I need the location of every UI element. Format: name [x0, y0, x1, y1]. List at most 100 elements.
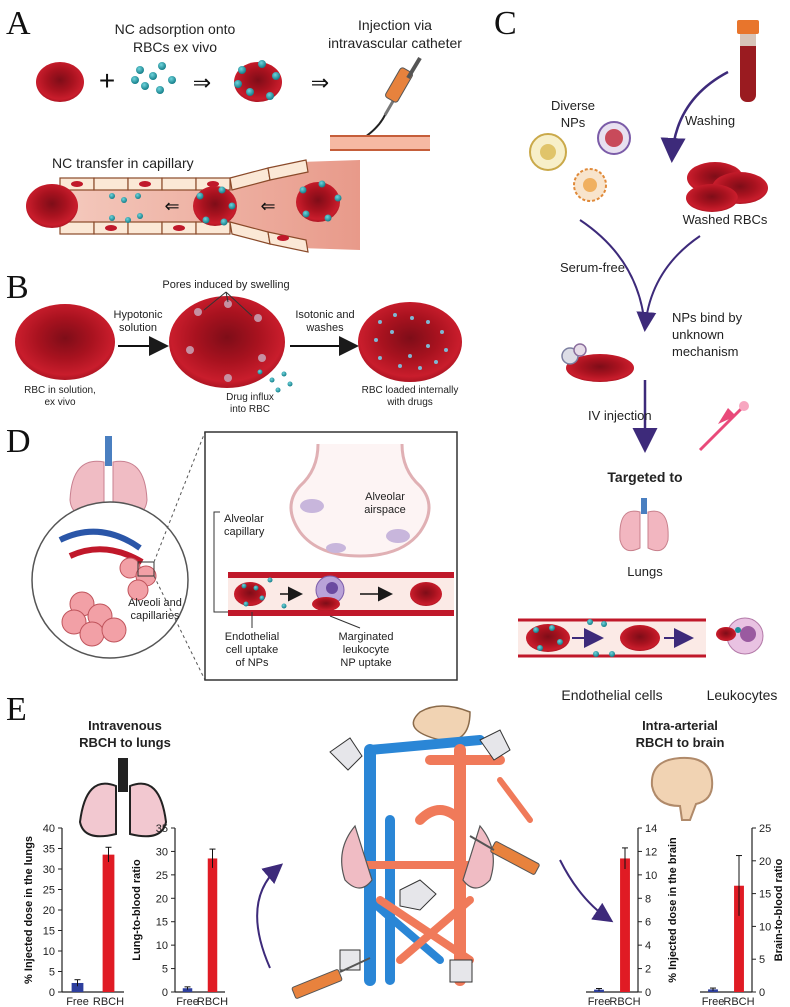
- endo-uptake-label-3: of NPs: [235, 657, 269, 669]
- y-axis-label: % Injected dose in the brain: [667, 837, 679, 983]
- curved-arrow-to-lungs: [256, 863, 284, 969]
- y-tick-label: 14: [645, 823, 657, 835]
- y-tick-label: 20: [43, 905, 55, 917]
- bar-rbch: [207, 858, 218, 992]
- iv-catheter-icon: [698, 401, 749, 452]
- drug-loaded-rbc-icon: [358, 302, 462, 382]
- y-tick-label: 15: [759, 889, 771, 901]
- circulation-diagram: [291, 705, 540, 999]
- diverse-nps-label-2: NPs: [561, 115, 586, 130]
- washing-arrow: [660, 70, 729, 163]
- iv-title-2: RBCH to lungs: [79, 735, 171, 750]
- hypotonic-label-1: Hypotonic: [114, 309, 163, 321]
- leuko-uptake-label-2: leukocyte: [343, 644, 389, 656]
- y-tick-label: 30: [156, 846, 168, 858]
- washed-rbcs-label: Washed RBCs: [683, 212, 768, 227]
- bind-label-1: NPs bind by: [672, 310, 743, 325]
- diverse-nanoparticles-icon: [529, 121, 631, 202]
- panel-b-letter: B: [6, 269, 29, 306]
- x-tick-label: RBCH: [93, 996, 124, 1007]
- iv-injection-label: IV injection: [588, 408, 652, 423]
- leuko-uptake-label-3: NP uptake: [340, 657, 391, 669]
- zoom-line: [153, 431, 206, 563]
- diverse-nps-label-1: Diverse: [551, 98, 595, 113]
- rbc-loaded-label-1: RBC loaded internally: [362, 385, 459, 396]
- y-tick-label: 5: [162, 964, 168, 976]
- alveolar-capillary-label-1: Alveolar: [224, 513, 264, 525]
- ia-title-2: RBCH to brain: [636, 735, 725, 750]
- implies-arrow-icon: ⇒: [311, 70, 329, 95]
- lungs-large-icon: [78, 758, 168, 838]
- rbc-cell-icon: [36, 62, 84, 102]
- blood-vessel-segment: [330, 135, 430, 151]
- injection-label-2: intravascular catheter: [328, 35, 462, 51]
- serum-free-label: Serum-free: [560, 260, 625, 275]
- rbc-in-solution-icon: [15, 304, 115, 380]
- rbc-solution-label-1: RBC in solution,: [24, 385, 96, 396]
- y-tick-label: 25: [156, 870, 168, 882]
- y-tick-label: 0: [759, 987, 765, 999]
- bar-free: [594, 989, 604, 992]
- leukocytes-label: Leukocytes: [707, 687, 778, 703]
- leuko-uptake-label-1: Marginated: [338, 631, 393, 643]
- bar-rbch: [734, 885, 744, 992]
- y-tick-label: 15: [156, 917, 168, 929]
- washed-rbcs-icon: [686, 162, 768, 212]
- y-tick-label: 20: [759, 856, 771, 868]
- x-tick-label: RBCH: [609, 996, 640, 1007]
- y-tick-label: 20: [156, 893, 168, 905]
- rbc-solution-label-2: ex vivo: [44, 397, 76, 408]
- left-lung-icon: [341, 824, 373, 889]
- capillary-illustration: ⇐ ⇐: [26, 159, 360, 253]
- rbc-loaded-label-2: with drugs: [386, 397, 433, 408]
- panel-e: E Intravenous RBCH to lungs Intra-arteri…: [6, 691, 785, 1007]
- y-tick-label: 10: [43, 946, 55, 958]
- airspace-label-1: Alveolar: [365, 491, 405, 503]
- endo-uptake-label-1: Endothelial: [225, 631, 279, 643]
- brain-icon: [650, 756, 714, 821]
- isotonic-label-1: Isotonic and: [295, 309, 354, 321]
- syringe-bottom-icon: [291, 957, 371, 999]
- bar-rbch: [620, 858, 630, 992]
- x-tick-label: Free: [66, 996, 89, 1007]
- y-tick-label: 0: [49, 987, 55, 999]
- endo-uptake-label-2: cell uptake: [226, 644, 279, 656]
- rbc-with-nps-icon: [561, 343, 634, 382]
- right-lung-icon: [462, 824, 494, 889]
- drug-influx-label-1: Drug influx: [226, 392, 274, 403]
- y-tick-label: 35: [43, 844, 55, 856]
- y-tick-label: 30: [43, 864, 55, 876]
- lungs-label: Lungs: [627, 564, 663, 579]
- ia-title-1: Intra-arterial: [642, 718, 718, 733]
- left-arrow-icon: ⇐: [260, 196, 275, 216]
- panel-c-letter: C: [494, 5, 517, 42]
- washing-label: Washing: [685, 113, 735, 128]
- y-tick-label: 10: [759, 921, 771, 933]
- y-tick-label: 4: [645, 940, 651, 952]
- panel-a: A NC adsorption onto RBCs ex vivo Inject…: [6, 5, 462, 253]
- x-tick-label: RBCH: [723, 996, 754, 1007]
- bar-rbch: [102, 854, 115, 992]
- y-tick-label: 2: [645, 964, 651, 976]
- y-tick-label: 25: [759, 823, 771, 835]
- y-tick-label: 35: [156, 823, 168, 835]
- pointer-line: [329, 615, 361, 629]
- bar-free: [182, 988, 193, 992]
- adsorption-label-2: RBCs ex vivo: [133, 39, 217, 55]
- y-tick-label: 6: [645, 917, 651, 929]
- alveolar-airspace-icon: [289, 443, 431, 558]
- hypotonic-label-2: solution: [119, 322, 157, 334]
- airspace-label-2: airspace: [364, 504, 406, 516]
- y-tick-label: 0: [645, 987, 651, 999]
- panel-b: B Pores induced by swelling Hypotonic so…: [6, 269, 462, 415]
- endothelial-vessel-icon: [518, 618, 706, 658]
- y-axis-label: % Injected dose in the lungs: [23, 836, 35, 984]
- drug-influx-label-2: into RBC: [230, 404, 270, 415]
- x-tick-label: Free: [176, 996, 199, 1007]
- merge-arrow-right: [636, 235, 701, 332]
- syringe-right-icon: [469, 835, 540, 875]
- x-tick-label: Free: [702, 996, 725, 1007]
